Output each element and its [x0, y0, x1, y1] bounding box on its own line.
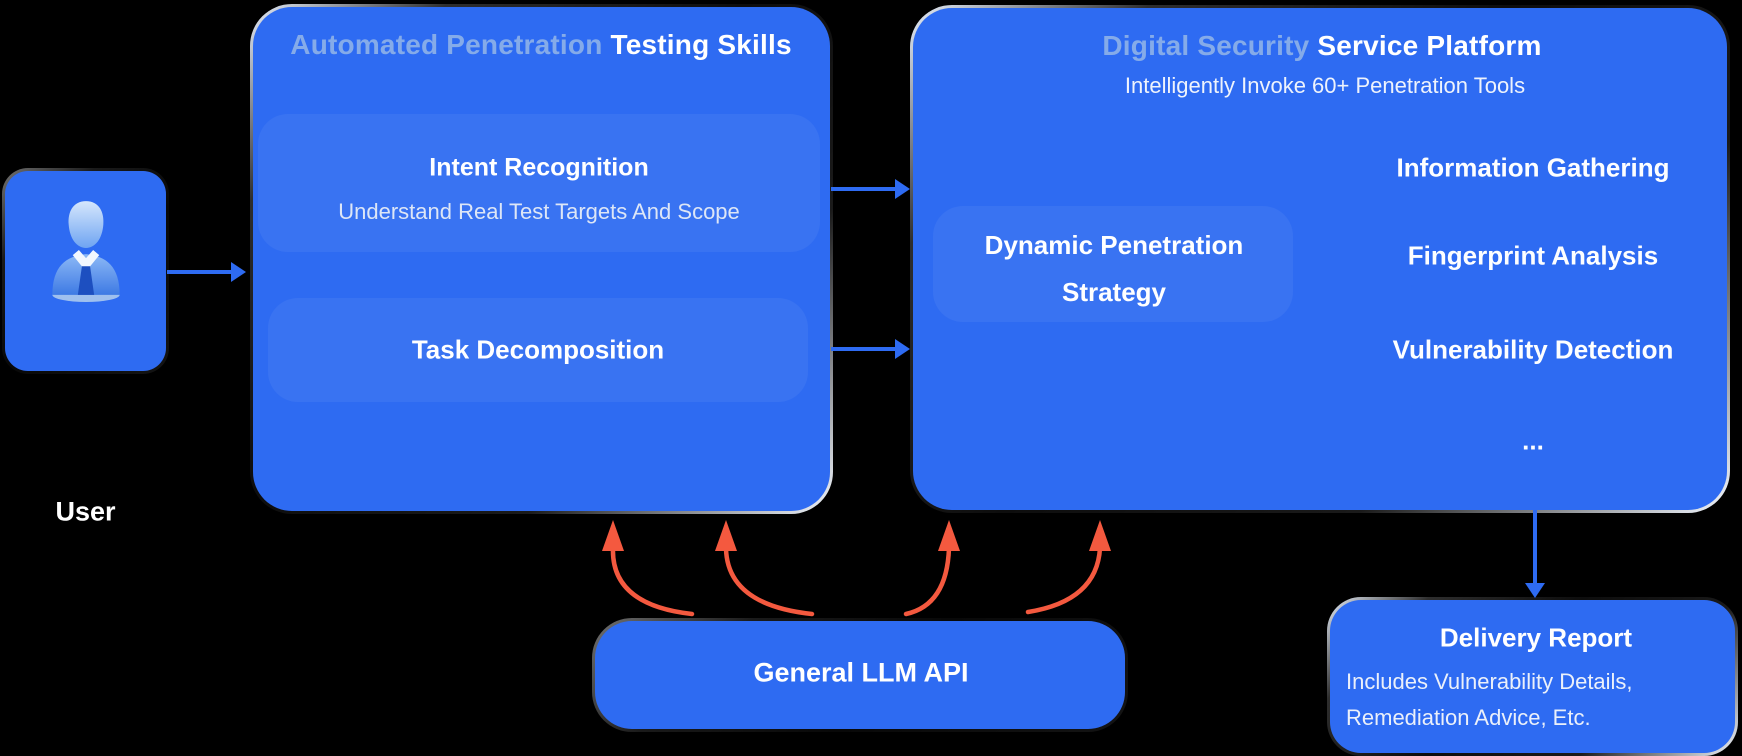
llm-api-title: General LLM API: [753, 657, 969, 688]
user-label: User: [55, 496, 116, 527]
arrow-llm-to-platform-2: [1025, 520, 1111, 615]
dynamic-strategy-line1: Dynamic Penetration: [984, 230, 1244, 260]
delivery-report-detail-2: Remediation Advice, Etc.: [1346, 705, 1591, 730]
platform-title-strong-part: Service Platform: [1317, 30, 1542, 61]
skills-card: [250, 4, 833, 514]
arrow-skills-to-platform-bottom: [831, 339, 910, 359]
delivery-report-title: Delivery Report: [1439, 622, 1633, 653]
businessman-avatar-icon: [51, 201, 120, 302]
delivery-report-card: [1327, 597, 1738, 756]
capability-vulnerability-detection: Vulnerability Detection: [1392, 334, 1674, 365]
arrow-llm-to-skills-1: [602, 520, 695, 617]
capability-fingerprint-analysis: Fingerprint Analysis: [1407, 240, 1659, 271]
arrow-user-to-skills: [167, 262, 246, 282]
delivery-report-detail-1: Includes Vulnerability Details,: [1346, 669, 1633, 694]
intent-recognition-panel: [258, 114, 820, 252]
skills-card-title: Automated Penetration Testing Skills: [290, 29, 791, 61]
user-card: User: [2, 168, 169, 527]
arrow-llm-to-platform-1: [903, 520, 960, 617]
task-decomposition-title: Task Decomposition: [411, 334, 665, 365]
intent-recognition-title: Intent Recognition: [429, 153, 649, 182]
task-decomposition-panel: [268, 298, 808, 402]
dynamic-strategy-line2: Strategy: [1061, 277, 1167, 307]
platform-card-title: Digital Security Service Platform: [1102, 30, 1541, 62]
capability-information-gathering: Information Gathering: [1396, 152, 1670, 183]
arrow-platform-to-delivery: [1525, 510, 1545, 598]
arrow-llm-to-skills-2: [715, 520, 815, 617]
platform-card: [910, 5, 1730, 513]
intent-recognition-subtitle: Understand Real Test Targets And Scope: [338, 199, 740, 224]
arrow-skills-to-platform-top: [831, 179, 910, 199]
dynamic-strategy-panel: [933, 206, 1293, 322]
platform-card-subtitle: Intelligently Invoke 60+ Penetration Too…: [1124, 73, 1526, 98]
skills-title-strong-part: Testing Skills: [610, 29, 792, 60]
capability-ellipsis: ...: [1522, 425, 1544, 456]
platform-title-light-part: Digital Security: [1102, 30, 1318, 61]
skills-title-light-part: Automated Penetration: [290, 29, 611, 60]
dynamic-strategy-label: Dynamic Penetration Strategy: [985, 222, 1244, 316]
llm-api-card: [592, 618, 1128, 732]
